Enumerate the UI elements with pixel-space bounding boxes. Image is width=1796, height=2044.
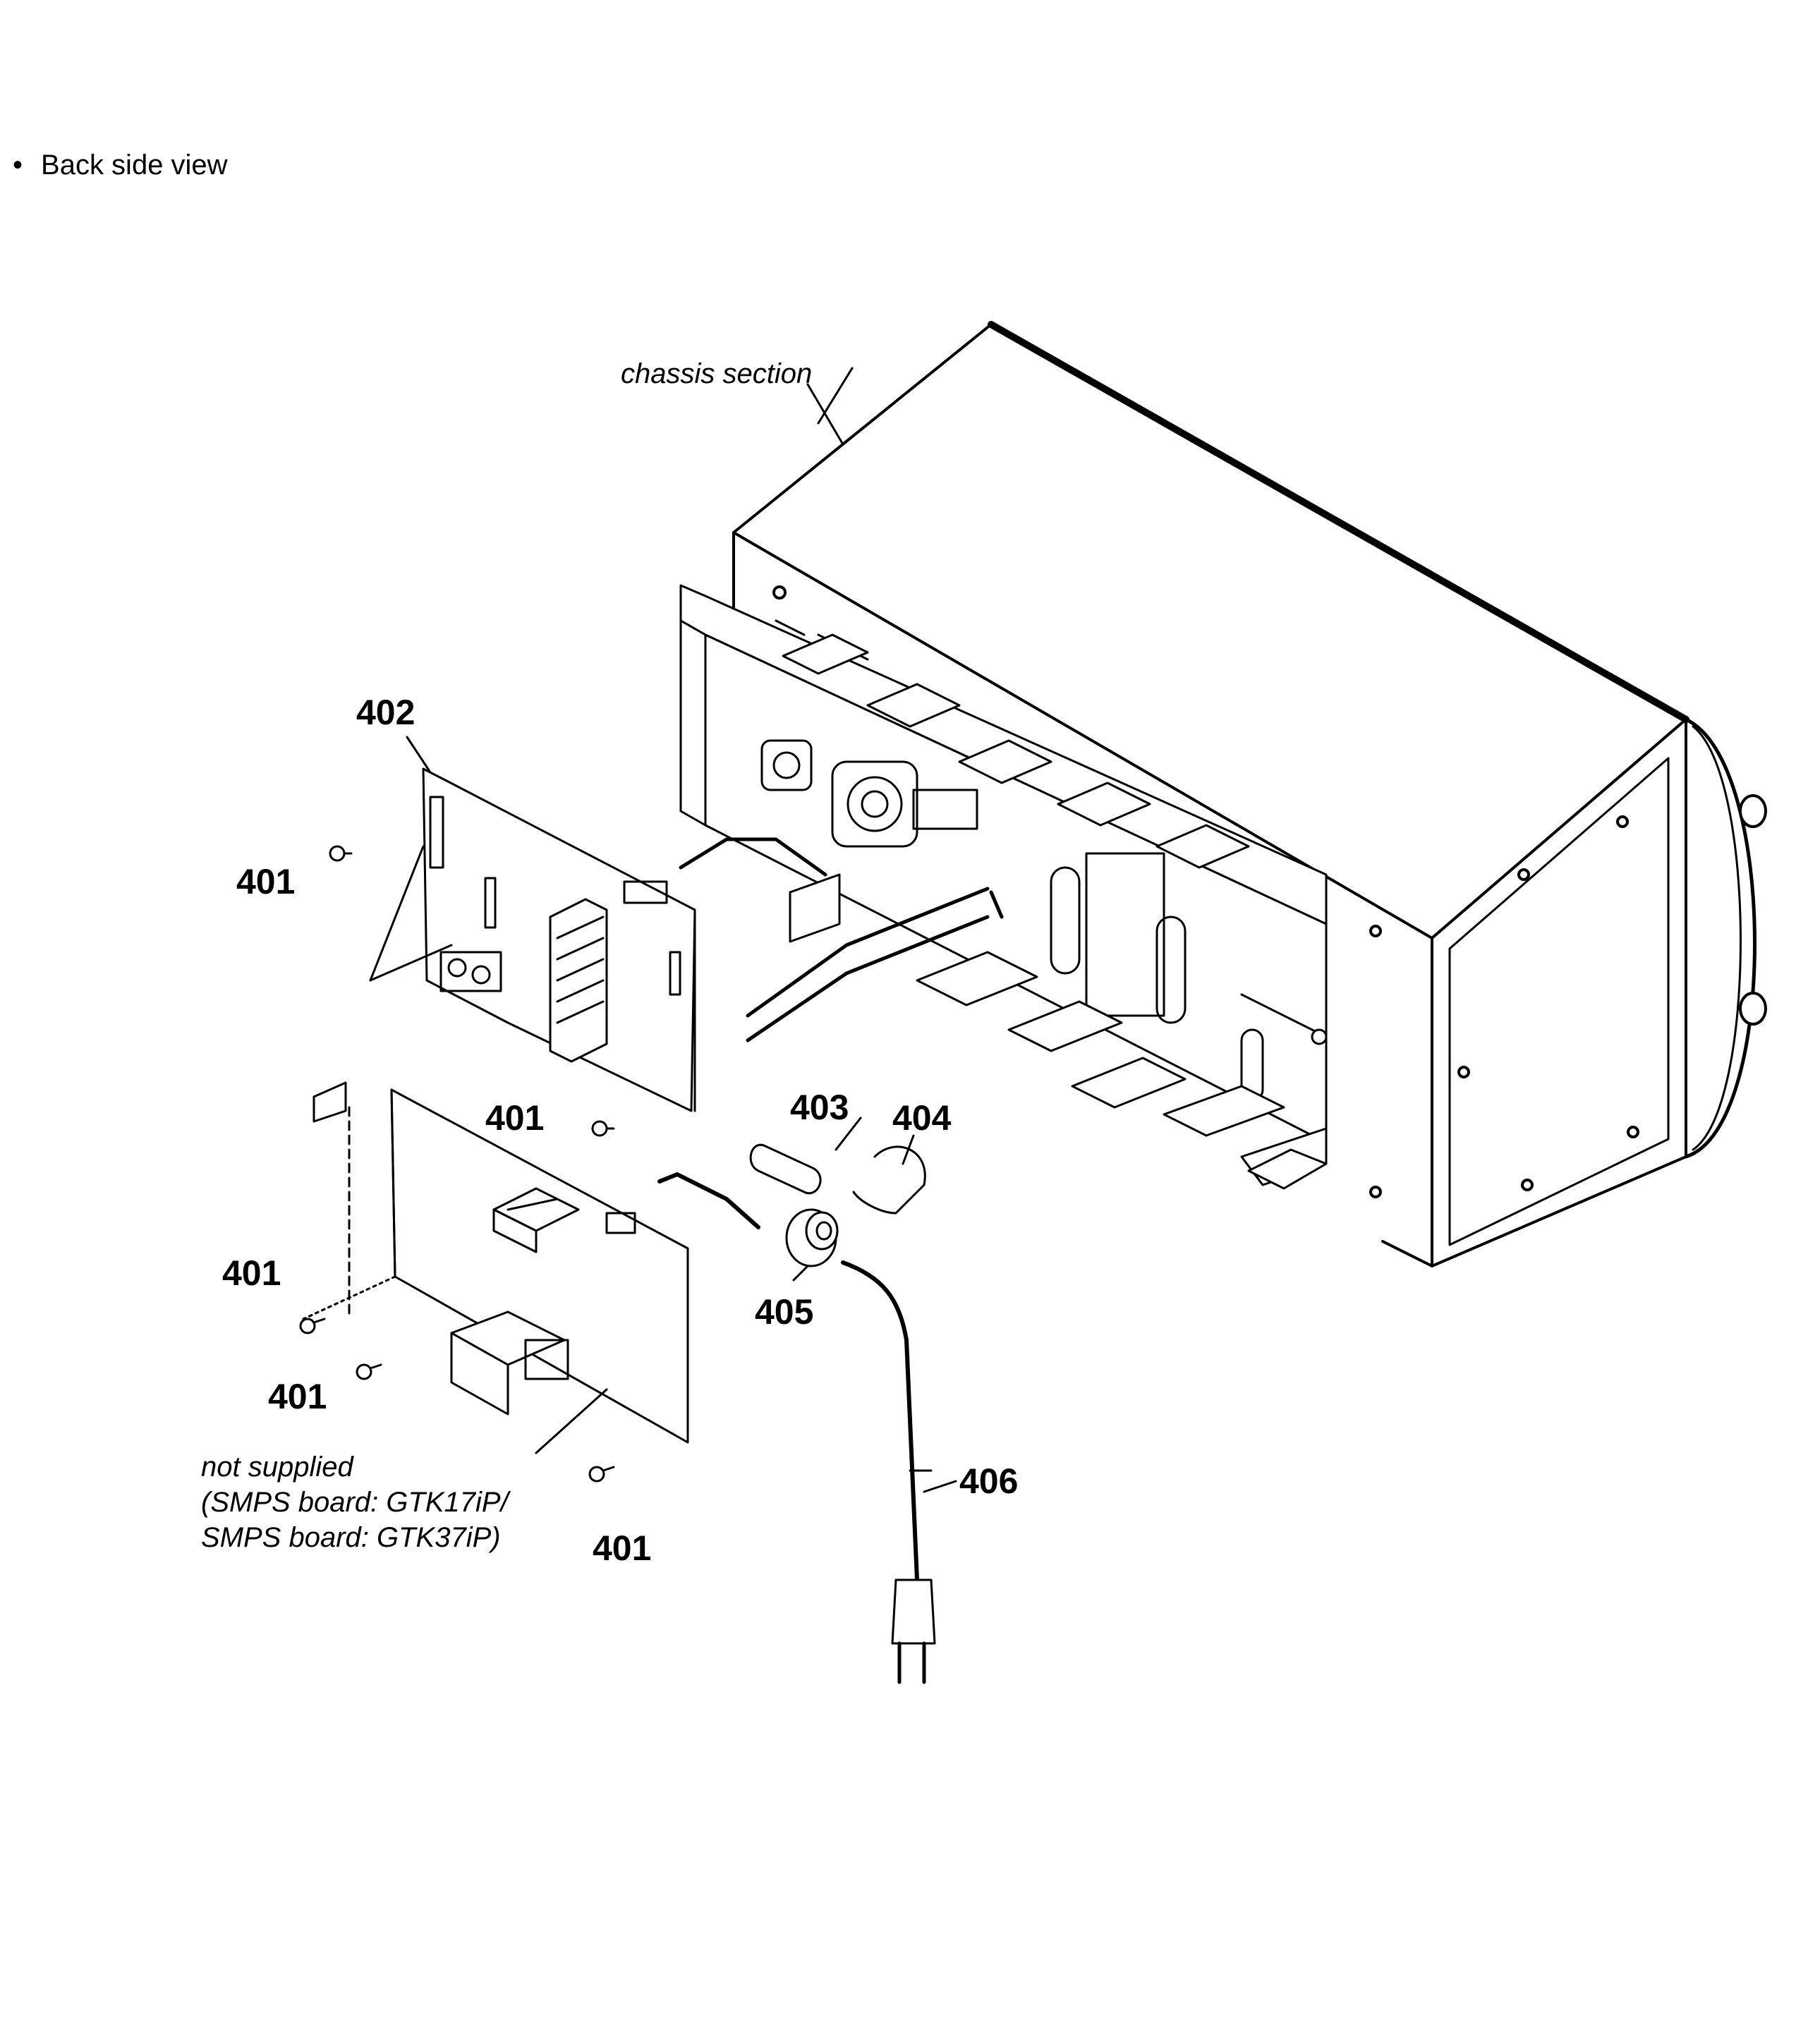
power-cord-406: [657, 1172, 936, 1684]
view-heading: • Back side view: [13, 150, 228, 181]
screw-401-b: [591, 1120, 615, 1137]
chassis-box: [732, 321, 1767, 1267]
part-label-401-b: 401: [485, 1098, 545, 1138]
screw-401: [299, 845, 615, 1483]
part-label-404: 404: [892, 1098, 952, 1138]
chassis-cables: [679, 837, 1004, 1042]
heading-text: Back side view: [41, 150, 228, 181]
part-label-401-a: 401: [236, 862, 296, 901]
part-label-401-e: 401: [593, 1528, 652, 1568]
not-supplied-note: not supplied (SMPS board: GTK17iP/ SMPS …: [201, 1449, 509, 1555]
heading-bullet: •: [13, 150, 23, 181]
chassis-frame: [679, 584, 1328, 1190]
note-line-1: not supplied: [201, 1452, 353, 1483]
part-405: [785, 1208, 839, 1267]
screw-401-e: [588, 1466, 615, 1483]
note-line-2: (SMPS board: GTK17iP/: [201, 1487, 509, 1518]
part-404: [852, 1145, 926, 1215]
board-smps: [302, 1081, 689, 1444]
screw-401-a: [329, 845, 353, 862]
note-line-3: SMPS board: GTK37iP): [201, 1522, 501, 1553]
part-label-402: 402: [356, 693, 415, 732]
part-label-406: 406: [959, 1461, 1019, 1501]
part-label-401-c: 401: [222, 1253, 281, 1293]
part-label-401-d: 401: [268, 1377, 327, 1416]
chassis-section-label: chassis section: [621, 358, 813, 389]
board-402: [369, 767, 696, 1112]
part-403: [749, 1143, 822, 1195]
screw-401-d: [356, 1363, 382, 1380]
screw-401-c: [299, 1318, 326, 1334]
part-label-405: 405: [755, 1292, 814, 1332]
leader-lines: [406, 383, 957, 1493]
part-label-403: 403: [790, 1088, 849, 1127]
